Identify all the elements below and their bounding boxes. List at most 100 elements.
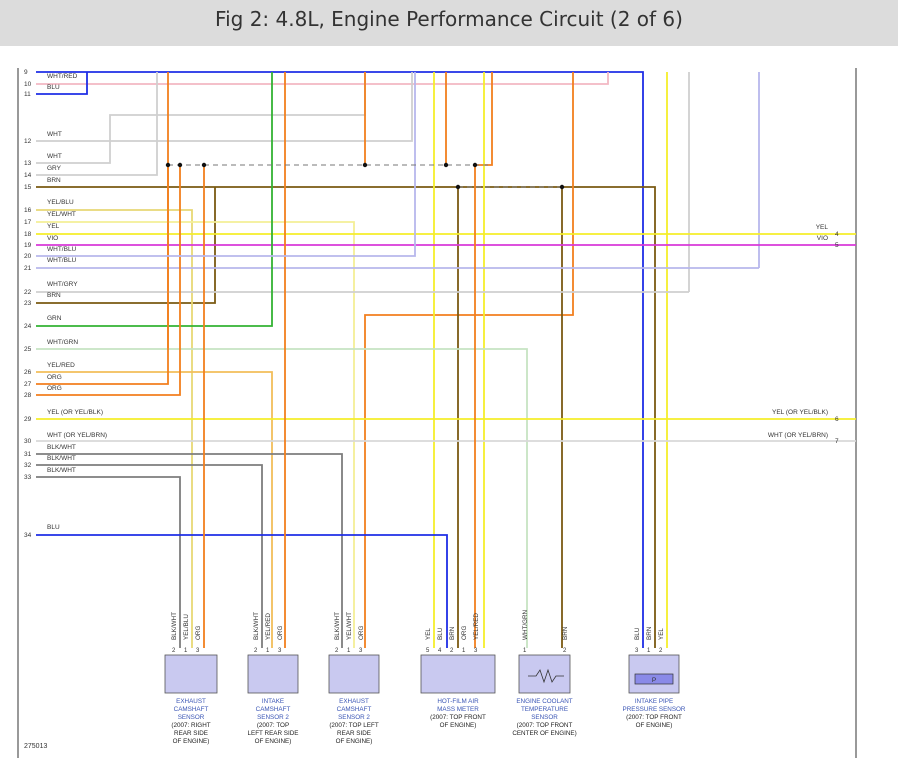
pin-number: 20 xyxy=(24,253,32,260)
component-note: OF ENGINE) xyxy=(173,738,210,745)
component-note: REAR SIDE xyxy=(174,730,208,737)
component-label: MASS METER xyxy=(437,706,479,713)
wire-wht-red-10 xyxy=(36,72,609,85)
thermistor-symbol xyxy=(528,668,564,684)
wire-label: GRY xyxy=(47,165,62,172)
component-label: SENSOR 2 xyxy=(257,714,289,721)
pin-number: 12 xyxy=(24,138,32,145)
component-wire-label: ORG xyxy=(358,626,365,640)
component-pin-number: 2 xyxy=(563,648,567,654)
wire-brn-15 xyxy=(36,186,656,648)
component-pin-number: 3 xyxy=(196,648,200,654)
pressure-symbol: P xyxy=(652,677,656,684)
wire-label: YEL xyxy=(816,224,829,231)
wire-label: BLU xyxy=(47,84,60,91)
pin-number: 24 xyxy=(24,323,32,330)
component-note: (2007: TOP FRONT xyxy=(430,714,486,721)
component-label: CAMSHAFT xyxy=(256,706,291,713)
component-wire-label: ORG xyxy=(461,626,468,640)
pin-number: 15 xyxy=(24,184,32,191)
pin-number: 31 xyxy=(24,451,32,458)
component-label: EXHAUST xyxy=(176,698,206,705)
pin-number: 6 xyxy=(835,416,839,423)
splice-dot xyxy=(201,162,207,168)
pin-number: 21 xyxy=(24,265,32,272)
component-pin-number: 3 xyxy=(359,648,363,654)
component-note: (2007: TOP LEFT xyxy=(329,722,379,729)
component-note: OF ENGINE) xyxy=(336,738,373,745)
component-body xyxy=(518,654,571,694)
component-exhaust-camshaft-sensor: 2BLK/WHT1YEL/BLU3ORGEXHAUSTCAMSHAFTSENSO… xyxy=(164,612,218,745)
component-body xyxy=(247,654,299,694)
component-wire-label: BLK/WHT xyxy=(253,612,260,640)
pin-number: 11 xyxy=(24,91,31,98)
component-label: EXHAUST xyxy=(339,698,369,705)
pin-number: 32 xyxy=(24,462,32,469)
wire-wht-blu-20b xyxy=(36,72,416,257)
pin-number: 25 xyxy=(24,346,32,353)
wire-label: WHT xyxy=(47,153,62,160)
component-wire-label: YEL xyxy=(658,628,665,640)
wire-label: BRN xyxy=(47,292,61,299)
component-label: HOT-FILM AIR xyxy=(437,698,479,705)
pin-number: 27 xyxy=(24,381,32,388)
wire-gry-14 xyxy=(36,72,158,176)
wire-label: YEL/BLU xyxy=(47,199,74,206)
pin-number: 10 xyxy=(24,81,32,88)
component-note: (2007: TOP FRONT xyxy=(517,722,573,729)
wire-wht-12 xyxy=(36,72,413,142)
component-pin-number: 3 xyxy=(278,648,282,654)
wire-label: WHT/GRY xyxy=(47,281,78,288)
wire-label: WHT (OR YEL/BRN) xyxy=(768,432,828,439)
pin-number: 13 xyxy=(24,160,32,167)
wire-yel-wht-17 xyxy=(36,221,355,648)
wires xyxy=(36,71,856,648)
wire-org-27 xyxy=(36,165,169,385)
wire-label: ORG xyxy=(47,385,62,392)
pin-number: 30 xyxy=(24,438,32,445)
component-pin-number: 1 xyxy=(266,648,270,654)
pin-number: 5 xyxy=(835,242,839,249)
component-label: SENSOR xyxy=(531,714,558,721)
wire-label: YEL xyxy=(47,223,60,230)
wire-label: BLK/WHT xyxy=(47,444,76,451)
components: 2BLK/WHT1YEL/BLU3ORGEXHAUSTCAMSHAFTSENSO… xyxy=(164,609,686,745)
component-wire-label: BRN xyxy=(449,626,456,640)
splice-dot xyxy=(472,162,478,168)
component-wire-label: BLK/WHT xyxy=(171,612,178,640)
pin-number: 17 xyxy=(24,219,32,226)
component-wire-label: BLK/WHT xyxy=(334,612,341,640)
wire-label: BLK/WHT xyxy=(47,467,76,474)
component-pin-number: 2 xyxy=(335,648,339,654)
wire-label: WHT (OR YEL/BRN) xyxy=(47,432,107,439)
component-pin-number: 2 xyxy=(659,648,663,654)
component-pin-number: 1 xyxy=(462,648,466,654)
component-pin-number: 4 xyxy=(438,648,442,654)
wire-brn-23 xyxy=(36,187,216,304)
component-label: PRESSURE SENSOR xyxy=(623,706,686,713)
component-note: (2007: TOP xyxy=(257,722,289,729)
wire-blk-wht-31 xyxy=(36,453,343,648)
component-wire-label: YEL/RED xyxy=(265,613,272,640)
component-wire-label: ORG xyxy=(277,626,284,640)
wire-blu-34 xyxy=(36,534,448,648)
component-note: REAR SIDE xyxy=(337,730,371,737)
pin-number: 4 xyxy=(835,231,839,238)
component-label: SENSOR xyxy=(178,714,205,721)
splice-dot xyxy=(165,162,171,168)
component-pin-number: 2 xyxy=(450,648,454,654)
wire-label: VIO xyxy=(47,235,58,242)
pin-number: 16 xyxy=(24,207,32,214)
component-pin-number: 1 xyxy=(184,648,188,654)
wire-label: WHT xyxy=(47,131,62,138)
pin-number: 19 xyxy=(24,242,32,249)
wire-blu-9 xyxy=(36,71,644,648)
wire-blk-wht-32 xyxy=(36,464,263,648)
wire-label: BRN xyxy=(47,177,61,184)
